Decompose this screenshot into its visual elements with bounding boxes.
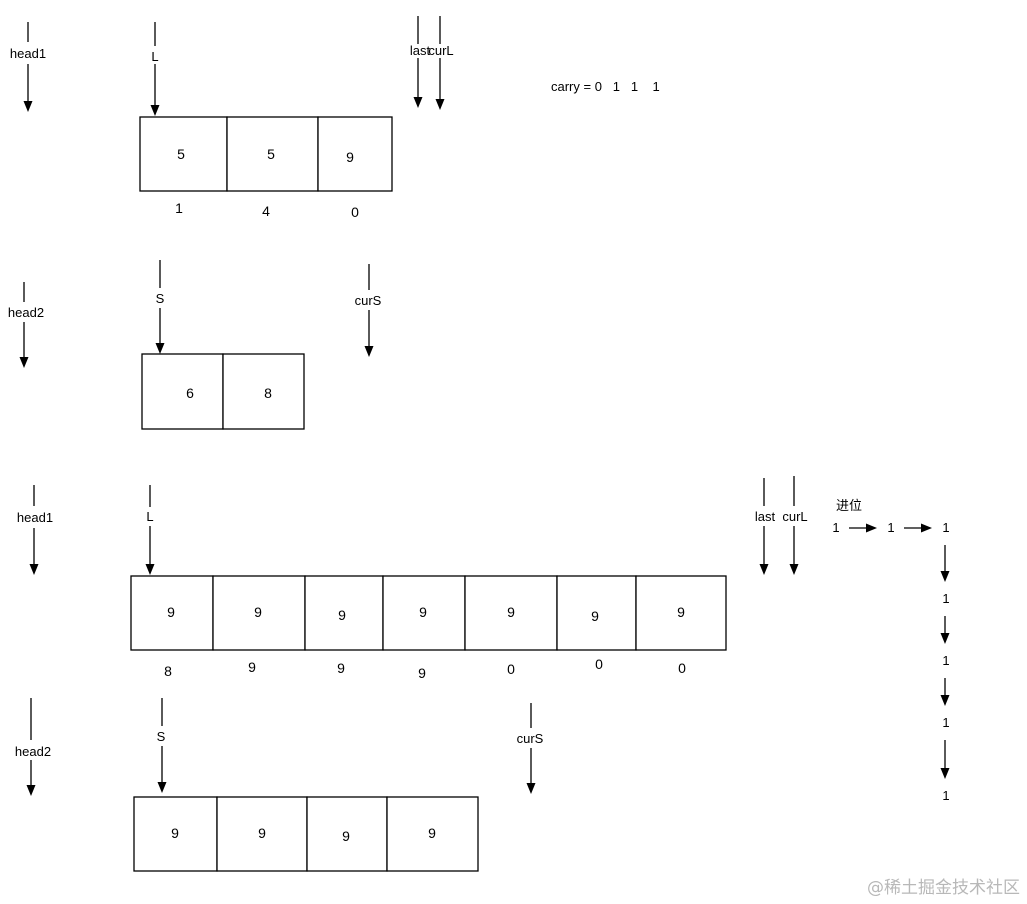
scenario-2: head1 L last curL 进位 1 1	[15, 476, 950, 872]
head2-label: head2	[8, 305, 44, 320]
last-pointer: last	[410, 16, 431, 108]
list2: 6 8	[141, 353, 305, 430]
curS-pointer: curS	[355, 264, 382, 357]
L-pointer: L	[145, 485, 155, 575]
head2-pointer: head2	[15, 698, 51, 796]
list1: 9 9 9 9 9 9 9	[130, 575, 727, 681]
node-value: 6	[186, 385, 194, 401]
list1-node: 9	[130, 575, 214, 651]
node-value: 9	[171, 825, 179, 841]
node-value: 9	[346, 149, 354, 165]
curS-label: curS	[517, 731, 544, 746]
list1-node: 5	[226, 116, 319, 192]
result-digit: 9	[418, 665, 426, 681]
node-value: 9	[428, 825, 436, 841]
S-pointer: S	[155, 260, 165, 354]
scenario-1: head1 L last curL carry = 0 1 1 1	[8, 16, 660, 430]
carry-digit: 1	[942, 715, 949, 730]
last-label: last	[410, 43, 431, 58]
list2-node: 6	[141, 353, 224, 430]
head1-label: head1	[10, 46, 46, 61]
list1-node: 9	[635, 575, 727, 651]
node-value: 9	[677, 604, 685, 620]
list1-node: 9	[212, 575, 306, 651]
node-value: 9	[167, 604, 175, 620]
carry-digit: 1	[887, 520, 894, 535]
curL-pointer: curL	[428, 16, 454, 110]
carry-digit: 1	[942, 520, 949, 535]
result-digit: 0	[351, 204, 359, 220]
result-digit: 0	[507, 661, 515, 677]
list2-node: 9	[386, 796, 479, 872]
result-digit: 4	[262, 203, 270, 219]
list1-node: 9	[382, 575, 466, 651]
result-digit: 1	[175, 200, 183, 216]
node-value: 8	[264, 385, 272, 401]
carry-digit: 1	[832, 520, 839, 535]
head2-label: head2	[15, 744, 51, 759]
node-value: 9	[342, 828, 350, 844]
S-label: S	[157, 729, 166, 744]
curL-label: curL	[428, 43, 453, 58]
list1-node: 9	[464, 575, 558, 651]
curS-label: curS	[355, 293, 382, 308]
last-label: last	[755, 509, 776, 524]
list1-node: 9	[304, 575, 384, 651]
node-value: 9	[254, 604, 262, 620]
result-digit: 9	[337, 660, 345, 676]
list2-node: 9	[216, 796, 308, 872]
list1: 5 5 9 1 4 0	[139, 116, 393, 220]
list2-node: 8	[222, 353, 305, 430]
curL-pointer: curL	[782, 476, 808, 575]
list1-node: 9	[556, 575, 637, 651]
node-value: 5	[177, 146, 185, 162]
watermark: @稀土掘金技术社区	[867, 878, 1020, 898]
curS-pointer: curS	[517, 703, 544, 794]
node-value: 9	[338, 607, 346, 623]
head1-pointer: head1	[10, 22, 46, 112]
last-pointer: last	[755, 478, 776, 575]
curL-label: curL	[782, 509, 807, 524]
list1-node: 9	[317, 116, 393, 192]
head1-pointer: head1	[17, 485, 53, 575]
L-label: L	[151, 49, 158, 64]
L-pointer: L	[150, 22, 160, 116]
result-digit: 0	[678, 660, 686, 676]
result-digit: 9	[248, 659, 256, 675]
head1-label: head1	[17, 510, 53, 525]
carry-title: 进位	[836, 498, 862, 513]
node-value: 9	[258, 825, 266, 841]
carry-sequence: carry = 0 1 1 1	[551, 79, 660, 94]
node-value: 9	[419, 604, 427, 620]
S-label: S	[156, 291, 165, 306]
node-value: 9	[507, 604, 515, 620]
carry-chain: 进位 1 1 1 1 1 1 1	[832, 498, 949, 803]
list2: 9 9 9 9	[133, 796, 479, 872]
list1-node: 5	[139, 116, 228, 192]
L-label: L	[146, 509, 153, 524]
S-pointer: S	[157, 698, 167, 793]
list2-node: 9	[306, 796, 388, 872]
carry-digit: 1	[942, 653, 949, 668]
node-value: 9	[591, 608, 599, 624]
list2-node: 9	[133, 796, 218, 872]
head2-pointer: head2	[8, 282, 44, 368]
result-digit: 0	[595, 656, 603, 672]
carry-digit: 1	[942, 788, 949, 803]
node-value: 5	[267, 146, 275, 162]
result-digit: 8	[164, 663, 172, 679]
carry-digit: 1	[942, 591, 949, 606]
